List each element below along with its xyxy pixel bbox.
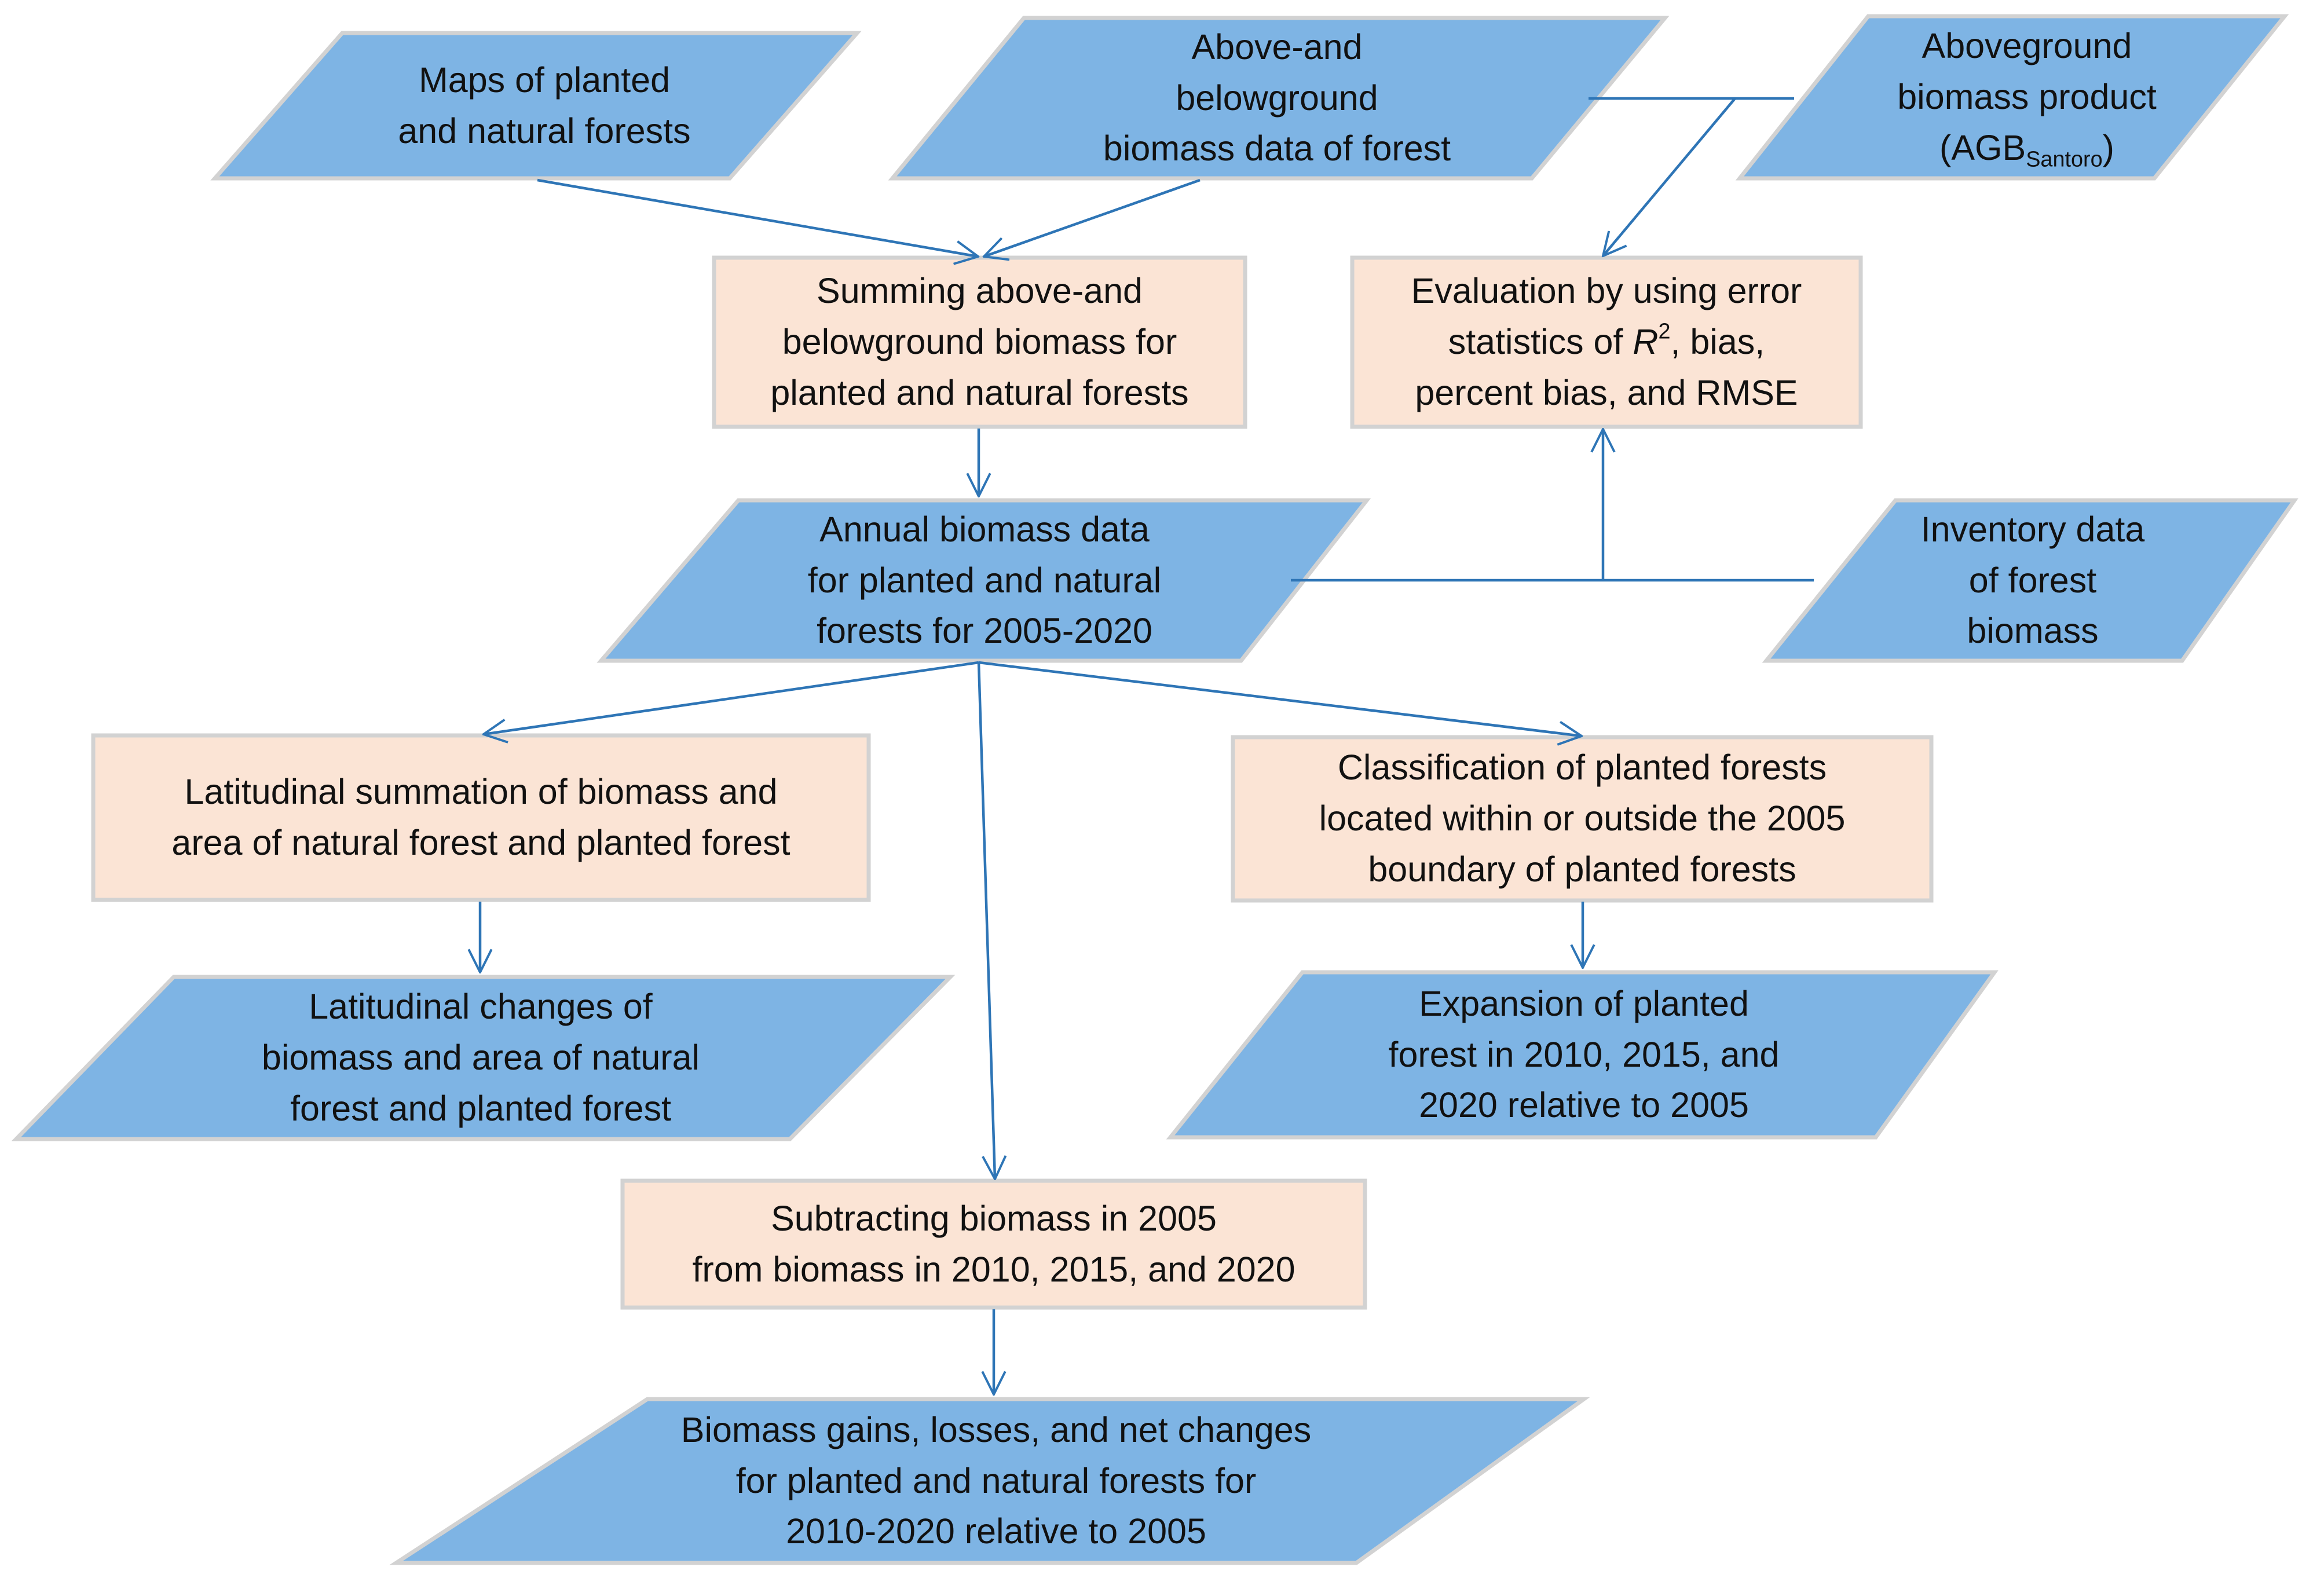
node-expansion-line: Expansion of planted [1419,983,1749,1023]
node-maps-line: and natural forests [398,111,691,151]
node-evaluation-line: percent bias, and RMSE [1415,372,1798,412]
node-gains-line: 2010-2020 relative to 2005 [786,1511,1206,1551]
node-annual-line: forests for 2005-2020 [817,611,1152,651]
node-lat-sum: Latitudinal summation of biomass and are… [93,735,869,900]
node-summing-line: planted and natural forests [770,372,1189,412]
node-above-below-line: biomass data of forest [1103,129,1451,169]
node-annual: Annual biomass data for planted and natu… [712,500,1257,661]
agb-subscript: Santoro [2026,147,2103,172]
node-above-below-line: Above-and [1191,27,1363,67]
node-agb-product-line: biomass product [1897,77,2157,117]
node-summing-shape [712,255,1247,429]
node-evaluation-shape [1350,255,1863,429]
node-above-below-line: belowground [1176,78,1378,118]
node-lat-sum-shape [91,733,871,902]
node-subtracting: Subtracting biomass in 2005 from biomass… [623,1181,1365,1308]
node-classification-shape [1231,735,1934,903]
node-lat-changes-shape [11,975,956,1141]
node-expansion-line: 2020 relative to 2005 [1419,1085,1749,1125]
node-annual-shape [596,498,1371,663]
node-classification: Classification of planted forests locate… [1233,737,1931,900]
node-summing-line: belowground biomass for [782,322,1177,362]
node-evaluation: Evaluation by using error statistics of … [1352,258,1861,427]
node-lat-sum-line: Latitudinal summation of biomass and [184,772,778,812]
arrow-abovebelow-to-summing [984,178,1201,257]
node-subtracting-line: from biomass in 2010, 2015, and 2020 [692,1249,1295,1289]
node-inventory-line: of forest [1968,560,2097,600]
node-lat-changes: Latitudinal changes of biomass and area … [191,977,770,1139]
node-subtracting-line: Subtracting biomass in 2005 [771,1198,1217,1238]
node-classification-line: Classification of planted forests [1337,748,1827,788]
eval-superscript: 2 [1658,319,1671,344]
node-gains-shape [389,1397,1590,1565]
eval-suffix: , bias, [1670,322,1765,362]
arrow-maps-to-summing [537,178,978,257]
agb-prefix: (AGB [1939,127,2026,167]
node-agb-product-shape [1735,14,2289,181]
node-inventory-shape [1762,498,2299,663]
node-maps-line: Maps of planted [418,60,671,100]
eval-prefix: statistics of [1448,322,1633,362]
node-gains: Biomass gains, losses, and net changes f… [596,1399,1396,1563]
node-summing-line: Summing above-and [817,271,1143,311]
arrow-annual-to-classification [978,661,1582,736]
node-agb-product: Aboveground biomass product (AGBSantoro) [1824,16,2230,178]
node-agb-product-line: (AGBSantoro) [1897,123,2157,174]
node-above-below-shape [888,16,1670,181]
node-gains-line: Biomass gains, losses, and net changes [680,1409,1312,1449]
node-lat-sum-line: area of natural forest and planted fores… [171,823,790,862]
node-expansion-shape [1166,970,1999,1140]
node-subtracting-shape [620,1178,1367,1310]
node-lat-changes-line: Latitudinal changes of [309,987,653,1027]
node-evaluation-line: Evaluation by using error [1411,271,1802,311]
eval-variable: R [1633,322,1659,362]
node-inventory-line: biomass [1967,611,2099,651]
node-inventory: Inventory data of forest biomass [1853,500,2212,661]
node-summing: Summing above-and belowground biomass fo… [714,258,1245,427]
node-lat-changes-line: forest and planted forest [290,1088,671,1128]
node-annual-line: for planted and natural [807,560,1162,600]
node-above-below: Above-and belowground biomass data of fo… [1008,18,1546,178]
arrow-annual-to-subtracting [977,662,995,1179]
node-lat-changes-line: biomass and area of natural [261,1038,700,1078]
node-classification-line: boundary of planted forests [1368,849,1796,889]
node-classification-line: located within or outside the 2005 [1319,799,1846,839]
node-inventory-line: Inventory data [1920,509,2145,549]
node-annual-line: Annual biomass data [819,509,1150,549]
node-maps: Maps of planted and natural forests [324,33,764,178]
node-expansion-line: forest in 2010, 2015, and [1388,1034,1780,1074]
node-expansion: Expansion of planted forest in 2010, 201… [1326,972,1842,1137]
agb-suffix: ) [2102,127,2114,167]
arrow-agb-to-evaluation [1603,97,1736,256]
node-evaluation-line: statistics of R2, bias, [1411,317,1802,368]
node-maps-shape [210,31,862,181]
arrow-annual-to-latsum [484,661,979,734]
node-gains-line: for planted and natural forests for [735,1460,1257,1500]
node-agb-product-line: Aboveground [1922,26,2132,66]
